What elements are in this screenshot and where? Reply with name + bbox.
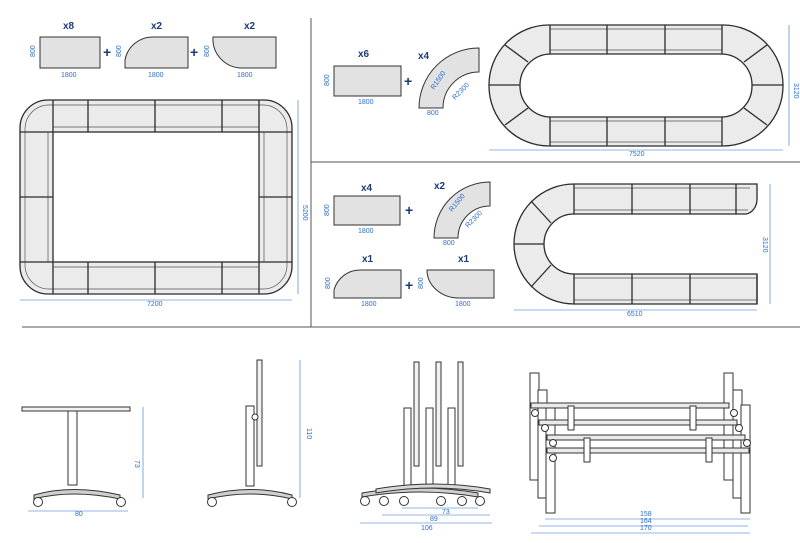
piece-b2-shape <box>418 47 480 109</box>
side-view-nested: 73 89 106 <box>360 361 492 532</box>
stack-length-3: 170 <box>640 525 652 532</box>
piece-c3-length: 1800 <box>361 301 377 308</box>
piece-a1-rect <box>39 36 101 69</box>
assembly-a-inner <box>52 131 260 263</box>
piece-c2-shape <box>433 181 491 239</box>
plus-c2: + <box>405 277 413 293</box>
piece-a3-shape <box>212 36 277 69</box>
piece-c2-width: 800 <box>443 240 455 247</box>
piece-a2-depth: 800 <box>116 45 123 57</box>
assembly-a-depth: 5200 <box>301 205 308 221</box>
stack-depth-outer: 106 <box>421 525 433 532</box>
piece-b1-count: x6 <box>358 49 370 60</box>
piece-c1-length: 1800 <box>358 228 374 235</box>
piece-c3-count: x1 <box>362 254 374 265</box>
side-view-open: 80 73 <box>21 406 144 518</box>
panel-c-pieces: x4 800 1800 + x2 R1500 R2300 800 x1 800 … <box>324 181 495 308</box>
piece-a2-length: 1800 <box>148 72 164 79</box>
plus-a2: + <box>190 44 198 60</box>
assembly-c-width: 6510 <box>627 311 643 318</box>
plus-c1: + <box>405 202 413 218</box>
side-view-folded: 110 <box>207 359 312 507</box>
piece-c4-depth: 800 <box>418 277 425 289</box>
assembly-c-depth: 3120 <box>761 237 768 253</box>
piece-c1-count: x4 <box>361 183 373 194</box>
assembly-a-width: 7200 <box>147 301 163 308</box>
piece-c2-count: x2 <box>434 181 446 192</box>
stack-depth-mid: 89 <box>430 516 438 523</box>
assembly-b-width: 7520 <box>629 151 645 158</box>
panel-a-pieces: x8 800 1800 + x2 800 1800 + x2 800 1800 <box>30 21 277 79</box>
piece-b2-count: x4 <box>418 51 430 62</box>
piece-b1-length: 1800 <box>358 99 374 106</box>
piece-b2-outer-radius: R2300 <box>451 82 471 102</box>
panel-b-assembly: 7520 3120 <box>488 24 799 158</box>
piece-a2-shape <box>124 36 189 69</box>
piece-c3-shape <box>333 269 402 299</box>
piece-c4-length: 1800 <box>455 301 471 308</box>
piece-a2-count: x2 <box>151 21 163 32</box>
piece-a3-length: 1800 <box>237 72 253 79</box>
piece-b1-rect <box>333 65 402 97</box>
piece-c1-depth: 800 <box>324 204 331 216</box>
stack-depth-inner: 73 <box>442 509 450 516</box>
piece-c1-rect <box>333 195 401 226</box>
piece-b1-depth: 800 <box>324 74 331 86</box>
table-width-label: 80 <box>75 511 83 518</box>
panel-c-assembly: 6510 3120 <box>513 183 771 318</box>
panel-b-pieces: x6 800 1800 + x4 R1500 R2300 800 <box>324 47 480 117</box>
side-view-horizontal-stack: 158 164 170 <box>529 372 751 534</box>
piece-a3-count: x2 <box>244 21 256 32</box>
assembly-c-shape <box>513 183 758 305</box>
piece-a3-depth: 800 <box>204 45 211 57</box>
plus-a1: + <box>103 44 111 60</box>
folded-height-label: 110 <box>305 428 312 439</box>
panel-a-assembly: 7200 5200 <box>19 99 308 308</box>
stack-length-2: 164 <box>640 518 652 525</box>
piece-c4-shape <box>426 269 495 299</box>
assembly-b-depth: 3120 <box>792 83 799 99</box>
piece-c3-depth: 800 <box>325 277 332 289</box>
assembly-b-inner <box>519 53 753 118</box>
plus-b1: + <box>404 73 412 89</box>
piece-c4-count: x1 <box>458 254 470 265</box>
table-height-label: 73 <box>133 460 140 468</box>
piece-b2-width: 800 <box>427 110 439 117</box>
stack-length-1: 158 <box>640 511 652 518</box>
piece-a1-depth: 800 <box>30 45 37 57</box>
piece-a1-length: 1800 <box>61 72 77 79</box>
piece-a1-count: x8 <box>63 21 75 32</box>
